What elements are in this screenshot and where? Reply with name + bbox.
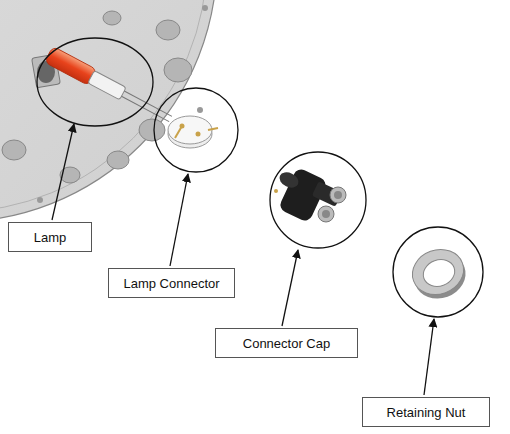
label-box: Lamp Connector	[108, 268, 235, 298]
label-box: Lamp	[8, 222, 92, 252]
housing-disc	[0, 0, 217, 222]
label-box: Connector Cap	[215, 328, 358, 358]
lamp-connector-illustration	[168, 116, 218, 148]
part-name: Lamp	[34, 230, 67, 245]
callout-circle	[393, 227, 483, 317]
callout-circle	[154, 88, 238, 172]
connector-cap-illustration	[274, 167, 346, 223]
callout-ellipse	[37, 38, 153, 126]
leader-arrows	[52, 124, 434, 395]
lamp-illustration	[44, 46, 174, 127]
part-name: Retaining Nut	[387, 405, 466, 420]
label-box: Retaining Nut	[362, 397, 490, 427]
callout-circle	[270, 152, 366, 248]
part-name: Lamp Connector	[123, 276, 219, 291]
retaining-nut-illustration	[406, 242, 472, 305]
part-name: Connector Cap	[243, 336, 330, 351]
